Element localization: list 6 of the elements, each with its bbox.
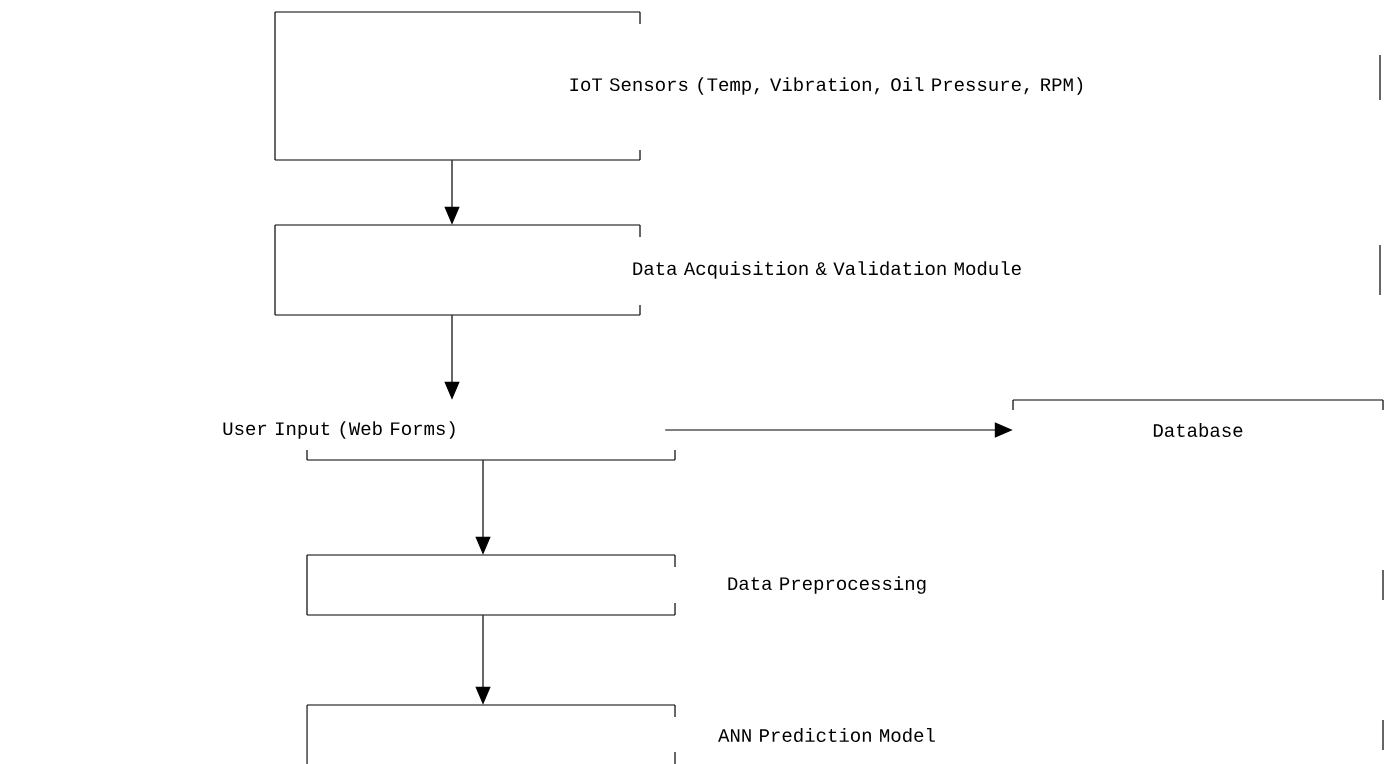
process-box: IoT Sensors (Temp, Vibration, Oil Pressure, RPM) <box>274 11 1381 161</box>
process-box: Data Acquisition & Validation Module <box>274 224 1381 316</box>
process-box: User Input (Web Forms) <box>223 421 676 461</box>
process-box: ANN Prediction Model <box>306 704 1384 764</box>
process-box: Data Preprocessing <box>306 554 1384 616</box>
process-box: Database <box>1012 399 1384 437</box>
